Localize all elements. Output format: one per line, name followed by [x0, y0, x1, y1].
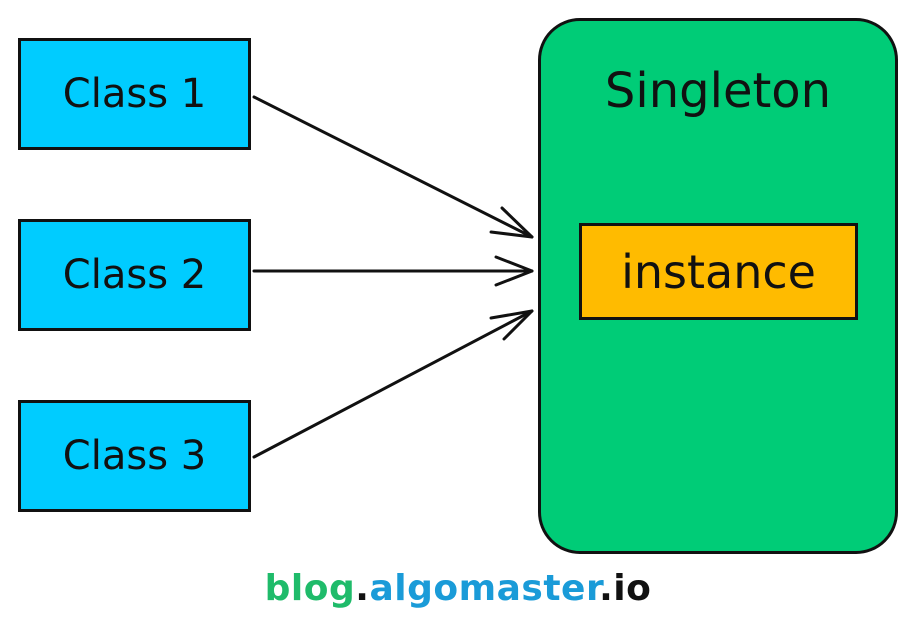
class-1-label: Class 1	[62, 71, 207, 117]
singleton-container: Singleton instance	[538, 18, 898, 554]
arrow-class-3-to-singleton	[252, 309, 534, 459]
footer-watermark: blog.algomaster.io	[0, 568, 916, 609]
class-2-label: Class 2	[62, 252, 207, 298]
footer-blog: blog	[264, 568, 356, 609]
footer-dot-1: .	[355, 568, 370, 609]
instance-label: instance	[621, 244, 816, 299]
class-3-label: Class 3	[62, 433, 207, 479]
class-3-box: Class 3	[18, 400, 251, 512]
class-1-box: Class 1	[18, 38, 251, 150]
arrow-class-1-to-singleton	[252, 95, 534, 239]
arrow-class-2-to-singleton	[252, 255, 534, 287]
class-2-box: Class 2	[18, 219, 251, 331]
instance-box: instance	[579, 223, 858, 320]
singleton-title: Singleton	[604, 63, 832, 119]
footer-tld: io	[613, 568, 652, 609]
footer-brand: algomaster	[369, 568, 600, 609]
footer-dot-2: .	[599, 568, 614, 609]
